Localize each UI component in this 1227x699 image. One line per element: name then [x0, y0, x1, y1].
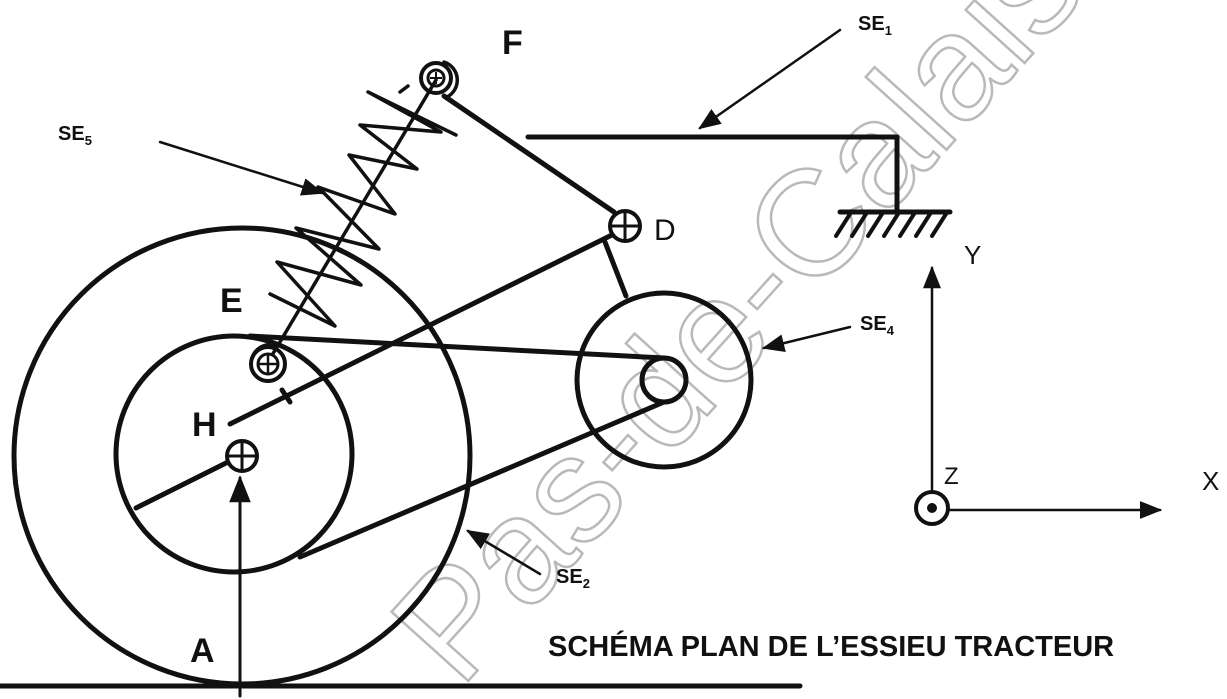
- arm-link-h: [133, 457, 235, 511]
- inner-disk: [113, 333, 355, 575]
- joint-H: [225, 439, 259, 473]
- small-wheel-se4: [574, 290, 754, 470]
- big-wheel: [11, 225, 473, 687]
- joint-D: [608, 209, 642, 243]
- pointer-se2: [466, 529, 542, 576]
- spring-coil-top: [398, 84, 410, 94]
- arm-link-e: [279, 387, 293, 405]
- ground-hatch: [834, 212, 948, 238]
- belt-lower: [297, 399, 667, 560]
- label-se4: SE4: [860, 313, 895, 338]
- label-point-F: F: [502, 24, 523, 62]
- belt-upper: [247, 333, 667, 361]
- label-se5: SE5: [58, 123, 92, 148]
- frame-link-fd: [441, 93, 617, 215]
- pointer-se1: [698, 28, 842, 130]
- label-point-A: A: [190, 632, 215, 670]
- label-axis-x: X: [1202, 466, 1219, 496]
- frame-se1: [525, 134, 900, 215]
- joint-F: [419, 60, 460, 99]
- joint-E: [249, 342, 287, 383]
- label-point-D: D: [654, 214, 676, 247]
- label-axis-z: Z: [944, 463, 959, 490]
- pointer-se5: [158, 140, 325, 196]
- pointer-se4: [761, 325, 852, 352]
- label-se2: SE2: [556, 566, 590, 591]
- label-point-H: H: [192, 406, 217, 444]
- arm-link-d: [602, 239, 629, 299]
- spring-coil: [268, 90, 458, 328]
- label-point-E: E: [220, 282, 243, 320]
- axis-z-origin: [914, 490, 950, 526]
- swing-arm: [227, 225, 629, 427]
- diagram-title: SCHÉMA PLAN DE L’ESSIEU TRACTEUR: [548, 629, 1114, 663]
- label-axis-y: Y: [964, 240, 981, 270]
- label-se1: SE1: [858, 13, 892, 38]
